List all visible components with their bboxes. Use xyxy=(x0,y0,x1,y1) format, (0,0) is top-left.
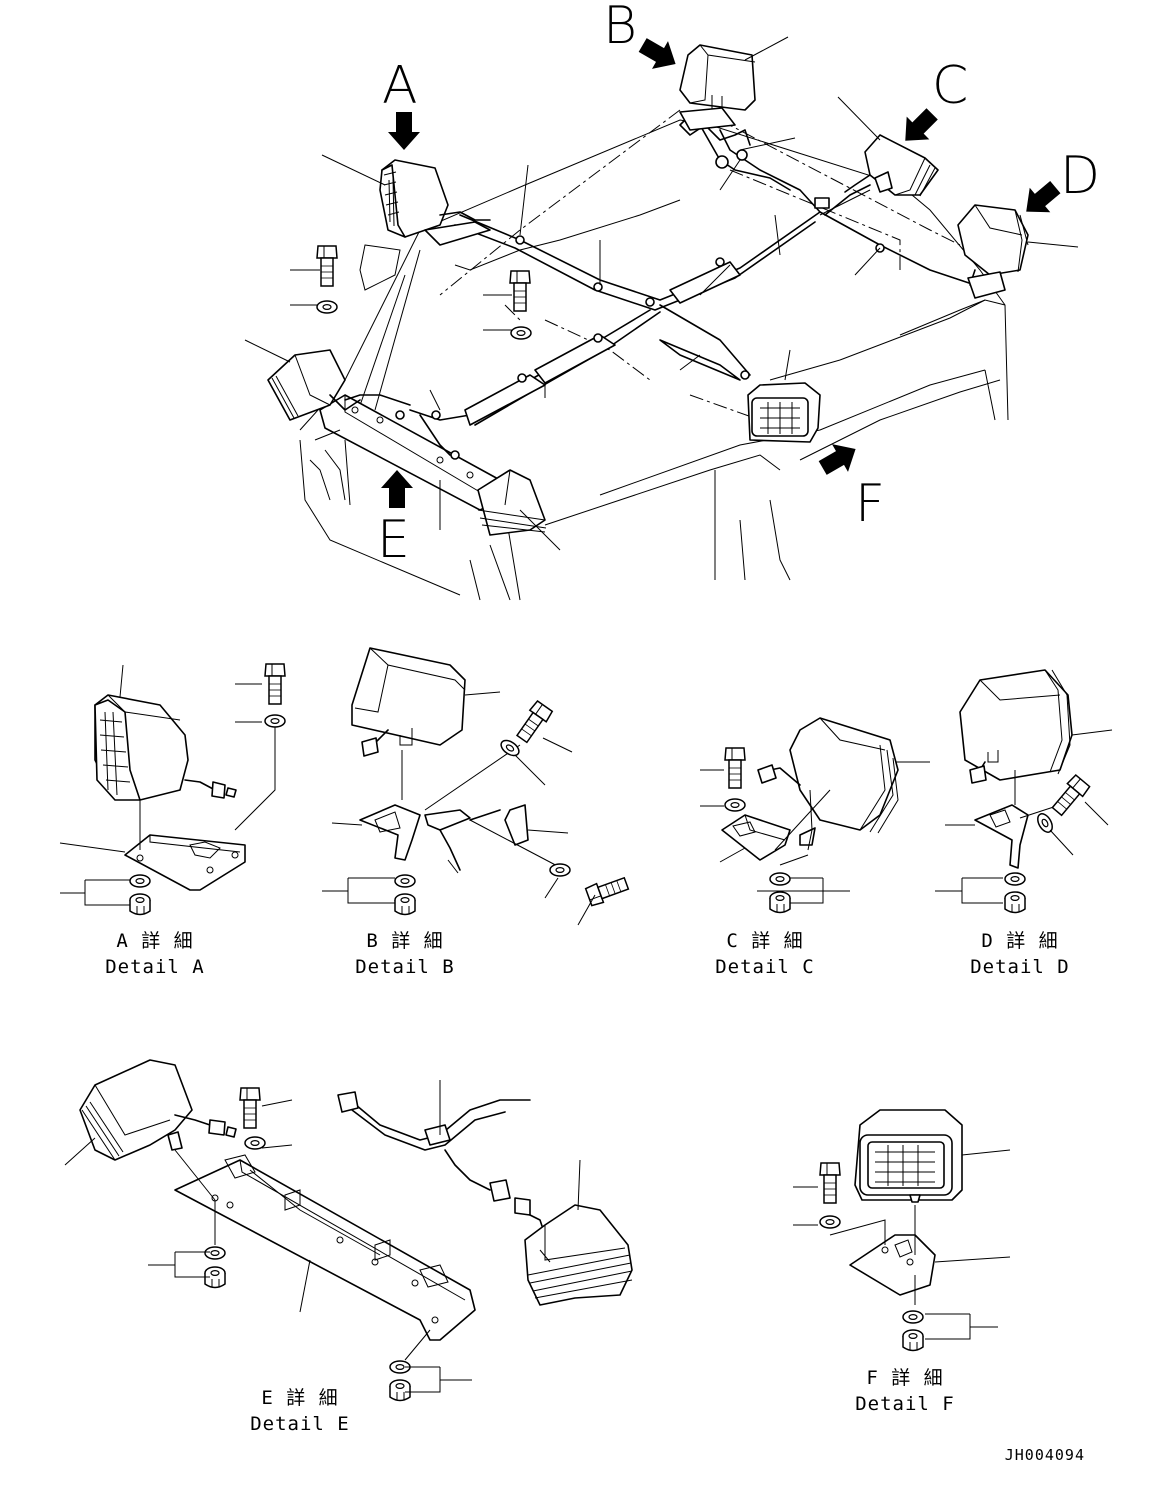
detail-f-caption: F 詳 細 Detail F xyxy=(840,1365,970,1417)
detail-c-drawing xyxy=(700,717,930,914)
drawing-code: JH004094 xyxy=(1004,1446,1085,1464)
detail-d-caption-jp: D 詳 細 xyxy=(981,930,1059,952)
detail-c-caption: C 詳 細 Detail C xyxy=(700,928,830,980)
callout-b: B xyxy=(603,0,638,56)
callout-a: A xyxy=(382,56,418,116)
cab-roof-assembly xyxy=(244,31,1079,601)
callout-e: E xyxy=(377,510,410,570)
detail-c-caption-jp: C 詳 細 xyxy=(726,930,804,952)
callout-d: D xyxy=(1060,146,1101,206)
detail-b-drawing xyxy=(322,647,631,926)
detail-e-caption-en: Detail E xyxy=(250,1413,350,1435)
detail-f-caption-jp: F 詳 細 xyxy=(866,1367,944,1389)
detail-f-drawing xyxy=(793,1109,1011,1352)
callout-c: C xyxy=(932,56,969,116)
detail-e-drawing xyxy=(64,1059,633,1402)
detail-b-caption-jp: B 詳 細 xyxy=(366,930,444,952)
detail-e-caption: E 詳 細 Detail E xyxy=(235,1385,365,1437)
detail-c-caption-en: Detail C xyxy=(715,956,815,978)
detail-b-caption: B 詳 細 Detail B xyxy=(340,928,470,980)
detail-a-caption-jp: A 詳 細 xyxy=(116,930,194,952)
detail-d-caption: D 詳 細 Detail D xyxy=(955,928,1085,980)
detail-a-caption: A 詳 細 Detail A xyxy=(90,928,220,980)
detail-b-caption-en: Detail B xyxy=(355,956,455,978)
detail-f-caption-en: Detail F xyxy=(855,1393,955,1415)
detail-a-drawing xyxy=(59,663,286,916)
detail-d-drawing xyxy=(935,669,1113,914)
detail-e-caption-jp: E 詳 細 xyxy=(261,1387,339,1409)
callout-f: F xyxy=(855,474,885,534)
detail-a-caption-en: Detail A xyxy=(105,956,205,978)
detail-d-caption-en: Detail D xyxy=(970,956,1070,978)
